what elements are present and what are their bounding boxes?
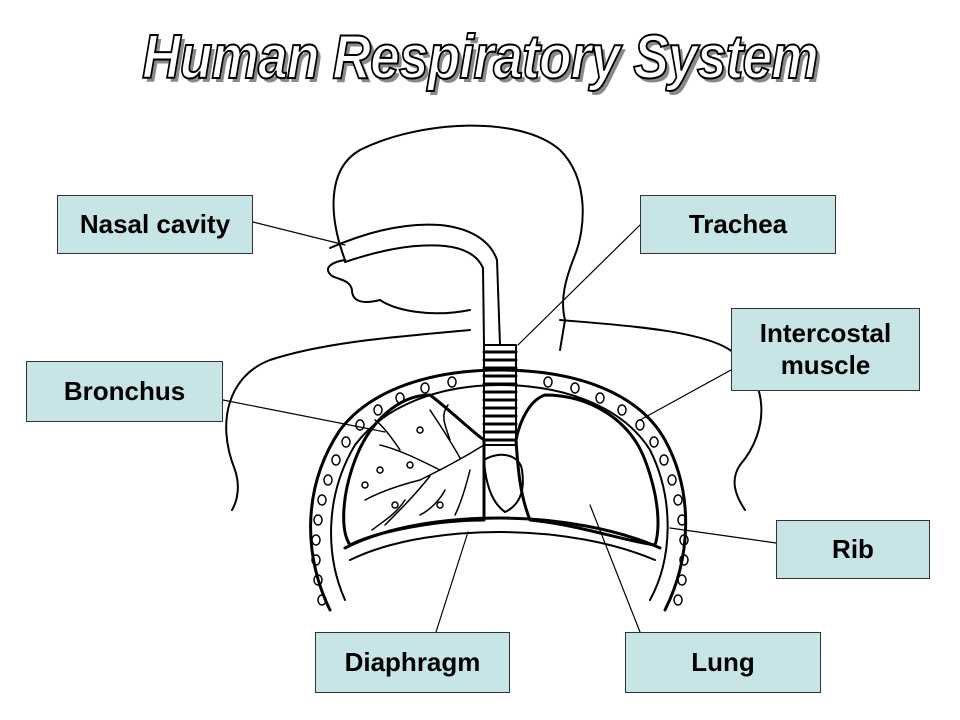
throat-left [482, 267, 485, 346]
label-lung: Lung [625, 632, 821, 693]
nasal-passage [329, 223, 498, 261]
rib-dots-right [543, 376, 689, 606]
throat-right [496, 259, 501, 346]
label-bronchus: Bronchus [26, 361, 223, 422]
label-diaphragm: Diaphragm [315, 632, 510, 693]
ribcage-inner [330, 384, 669, 601]
label-trachea: Trachea [640, 195, 836, 254]
nasal-passage-inner [344, 244, 484, 269]
label-nasal-cavity-text: Nasal cavity [79, 208, 231, 239]
diagram-title: Human Respiratory System [141, 22, 819, 93]
torso-left [225, 329, 471, 511]
label-lung-text: Lung [691, 646, 755, 677]
label-rib: Rib [776, 520, 930, 579]
diaphragm [343, 516, 662, 550]
trachea-rings [482, 350, 518, 442]
ribcage-outer [309, 368, 688, 612]
leader-lines [222, 221, 777, 633]
label-intercostal-muscle: Intercostal muscle [731, 308, 920, 391]
rib-dots-left [311, 376, 457, 606]
neck-right [559, 319, 566, 351]
label-intercostal-line2: muscle [780, 349, 871, 380]
diaphragm-inner [349, 531, 656, 561]
label-diaphragm-text: Diaphragm [344, 646, 481, 677]
bronchial-tree [361, 404, 485, 531]
label-nasal-cavity: Nasal cavity [57, 195, 253, 254]
left-lung [342, 393, 486, 547]
label-rib-text: Rib [832, 533, 874, 564]
label-bronchus-text: Bronchus [63, 375, 186, 406]
right-lung [514, 393, 660, 547]
heart [483, 453, 524, 513]
label-intercostal-line1: Intercostal [759, 318, 892, 349]
face-profile [326, 259, 381, 303]
label-trachea-text: Trachea [688, 208, 788, 239]
neck-left [379, 299, 471, 315]
trachea-tube [483, 344, 517, 446]
head-outline [332, 124, 584, 321]
